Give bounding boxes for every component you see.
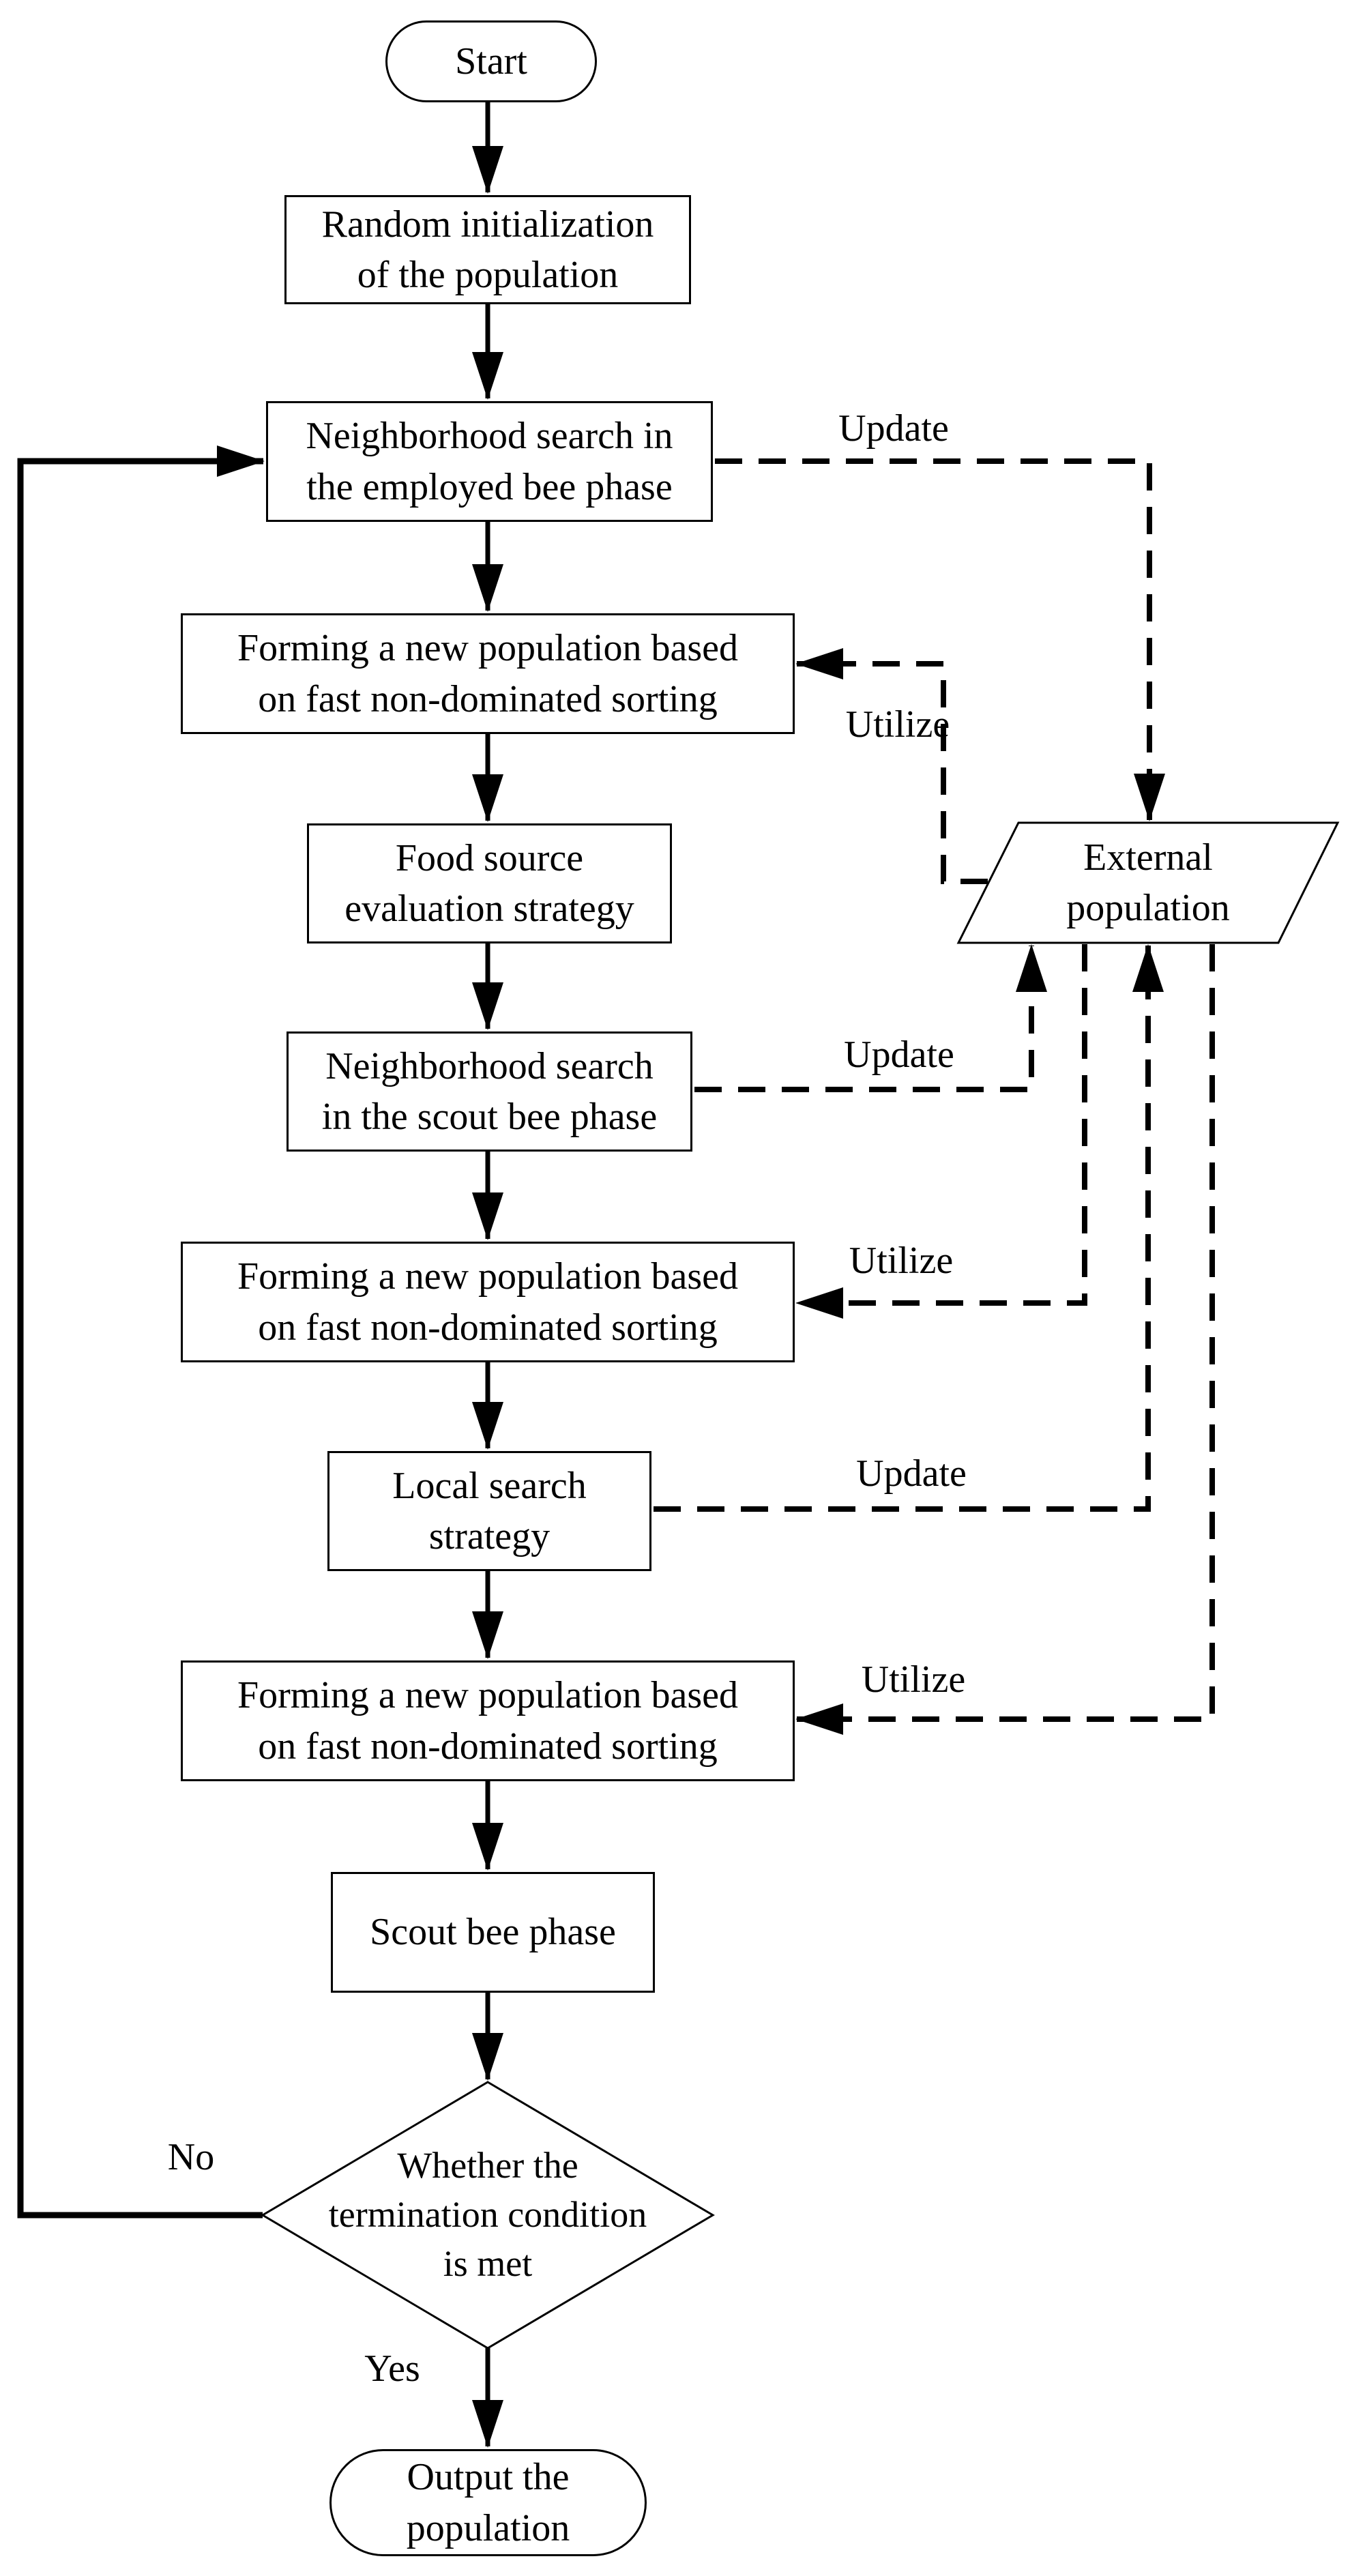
scout-bee-search-box: Neighborhood search in the scout bee pha… [287,1031,692,1152]
utilize-label-1: Utilize [845,703,950,746]
edge-no-loop [17,445,265,2219]
forming-population-box-2: Forming a new population based on fast n… [181,1242,795,1362]
update-label-2: Update [844,1034,954,1076]
scout-bee-phase-box: Scout bee phase [331,1872,655,1993]
forming-population-box-3: Forming a new population based on fast n… [181,1660,795,1781]
termination-diamond-label: Whether the termination condition is met [328,2145,647,2284]
employed-bee-search-box: Neighborhood search in the employed bee … [266,401,713,522]
edge-update-local-to-ep [654,944,1164,1512]
termination-diamond-shape [261,2081,715,2350]
no-label: No [167,2136,215,2178]
utilize-label-3: Utilize [861,1658,966,1701]
update-label-3: Update [856,1452,967,1495]
yes-label: Yes [364,2347,420,2390]
start-terminator: Start [385,20,597,102]
edge-utilize-ep-to-forming3 [795,944,1215,1735]
random-initialization-box: Random initialization of the population [284,195,691,304]
edge-utilize-ep-to-forming2 [795,944,1087,1319]
local-search-box: Local search strategy [327,1451,651,1571]
utilize-label-2: Utilize [849,1240,954,1282]
edge-update-scoutsearch-to-ep [694,944,1047,1092]
output-terminator: Output the population [329,2449,647,2556]
external-population-shape [956,821,1340,944]
food-source-evaluation-box: Food source evaluation strategy [307,823,672,943]
forming-population-box-1: Forming a new population based on fast n… [181,613,795,734]
update-label-1: Update [838,407,949,450]
external-population-label: External population [1066,836,1230,929]
edge-utilize-ep-to-forming1 [795,648,988,884]
edge-update-employed-to-ep [715,458,1165,821]
